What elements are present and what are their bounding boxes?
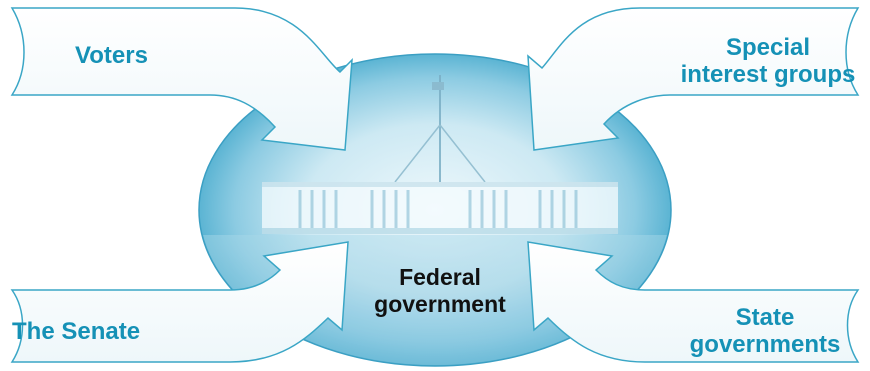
arrow-state-governments [527,241,860,363]
arrow-the-senate [10,241,349,363]
label-voters: Voters [75,42,148,69]
center-label-line2: government [374,291,506,317]
label-state-governments: State governments [660,304,870,358]
center-label-line1: Federal [399,264,481,290]
arrow-special-interest-groups [527,7,860,151]
label-the-senate: The Senate [12,318,141,345]
label-special-interest-groups: Special interest groups [668,34,868,88]
label-special-line1: Special [725,34,811,61]
label-state-line1: State [735,304,795,331]
label-state-line2: governments [689,331,841,358]
center-label-federal-government: Federal government [345,264,535,318]
label-special-line2: interest groups [680,61,856,88]
arrow-voters [10,7,353,151]
